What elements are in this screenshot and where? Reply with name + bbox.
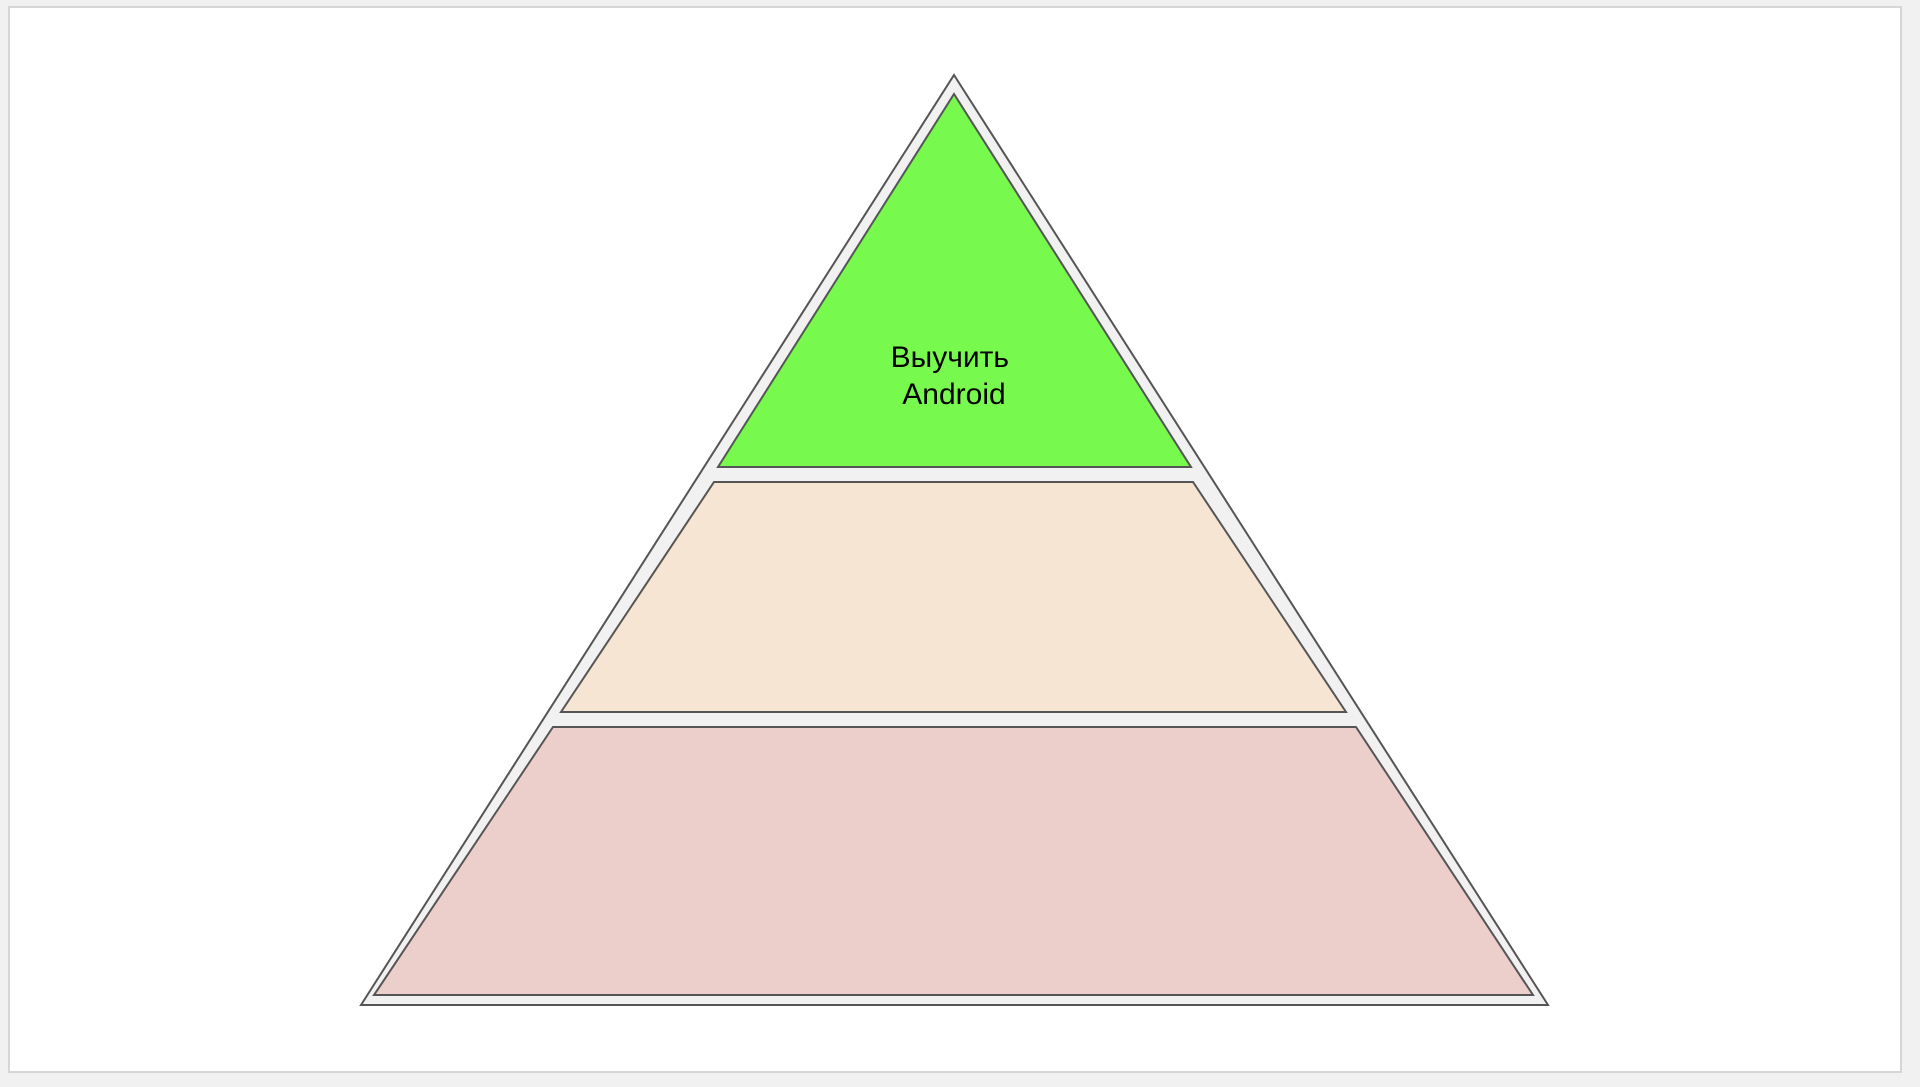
pyramid-level-bottom[interactable] xyxy=(372,726,1535,996)
pyramid-level-top-label-line-1: Выучить xyxy=(891,341,1009,374)
pyramid-level-top-label: Выучить Android xyxy=(891,341,1018,411)
pyramid-level-top[interactable] xyxy=(716,92,1193,468)
pyramid-level-middle[interactable] xyxy=(559,481,1348,713)
pyramid-level-top-label-line-2: Android xyxy=(902,378,1005,411)
